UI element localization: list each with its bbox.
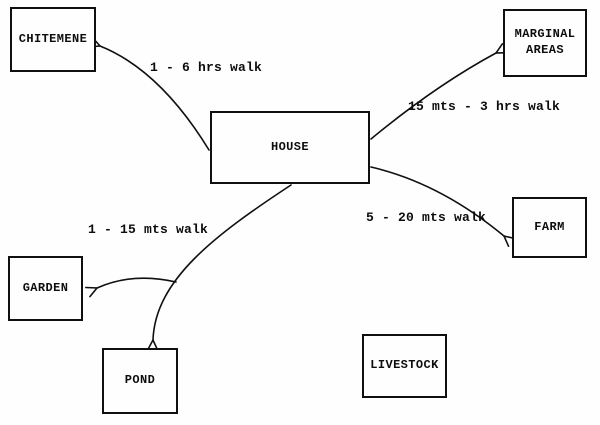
node-chitemene: CHITEMENE xyxy=(10,7,96,72)
node-chitemene-label: CHITEMENE xyxy=(18,31,88,46)
node-livestock: LIVESTOCK xyxy=(362,334,447,398)
node-marginal-areas-label: MARGINAL AREAS xyxy=(514,27,576,57)
node-pond-label: POND xyxy=(124,373,156,388)
node-farm-label: FARM xyxy=(534,219,565,234)
node-house-label: HOUSE xyxy=(270,139,309,154)
node-pond: POND xyxy=(102,348,178,414)
edge-label-house-farm: 5 - 20 mts walk xyxy=(366,210,487,225)
edge-label-house-pond: 1 - 15 mts walk xyxy=(88,222,209,237)
node-farm: FARM xyxy=(512,197,587,258)
node-house: HOUSE xyxy=(210,111,370,184)
node-livestock-label: LIVESTOCK xyxy=(370,358,439,373)
arrow-house-to-farm xyxy=(370,166,516,248)
node-garden-label: GARDEN xyxy=(22,280,69,295)
edge-label-house-marginal-areas: 15 mts - 3 hrs walk xyxy=(408,99,561,114)
arrow-house-to-chitemene xyxy=(88,36,210,151)
arrow-branch-to-garden xyxy=(85,277,177,298)
node-marginal-areas: MARGINAL AREAS xyxy=(503,9,587,77)
node-garden: GARDEN xyxy=(8,256,83,321)
arrow-house-to-pond xyxy=(146,184,292,351)
arrow-house-to-marginal-areas xyxy=(370,43,508,140)
edge-label-house-chitemene: 1 - 6 hrs walk xyxy=(150,60,263,75)
